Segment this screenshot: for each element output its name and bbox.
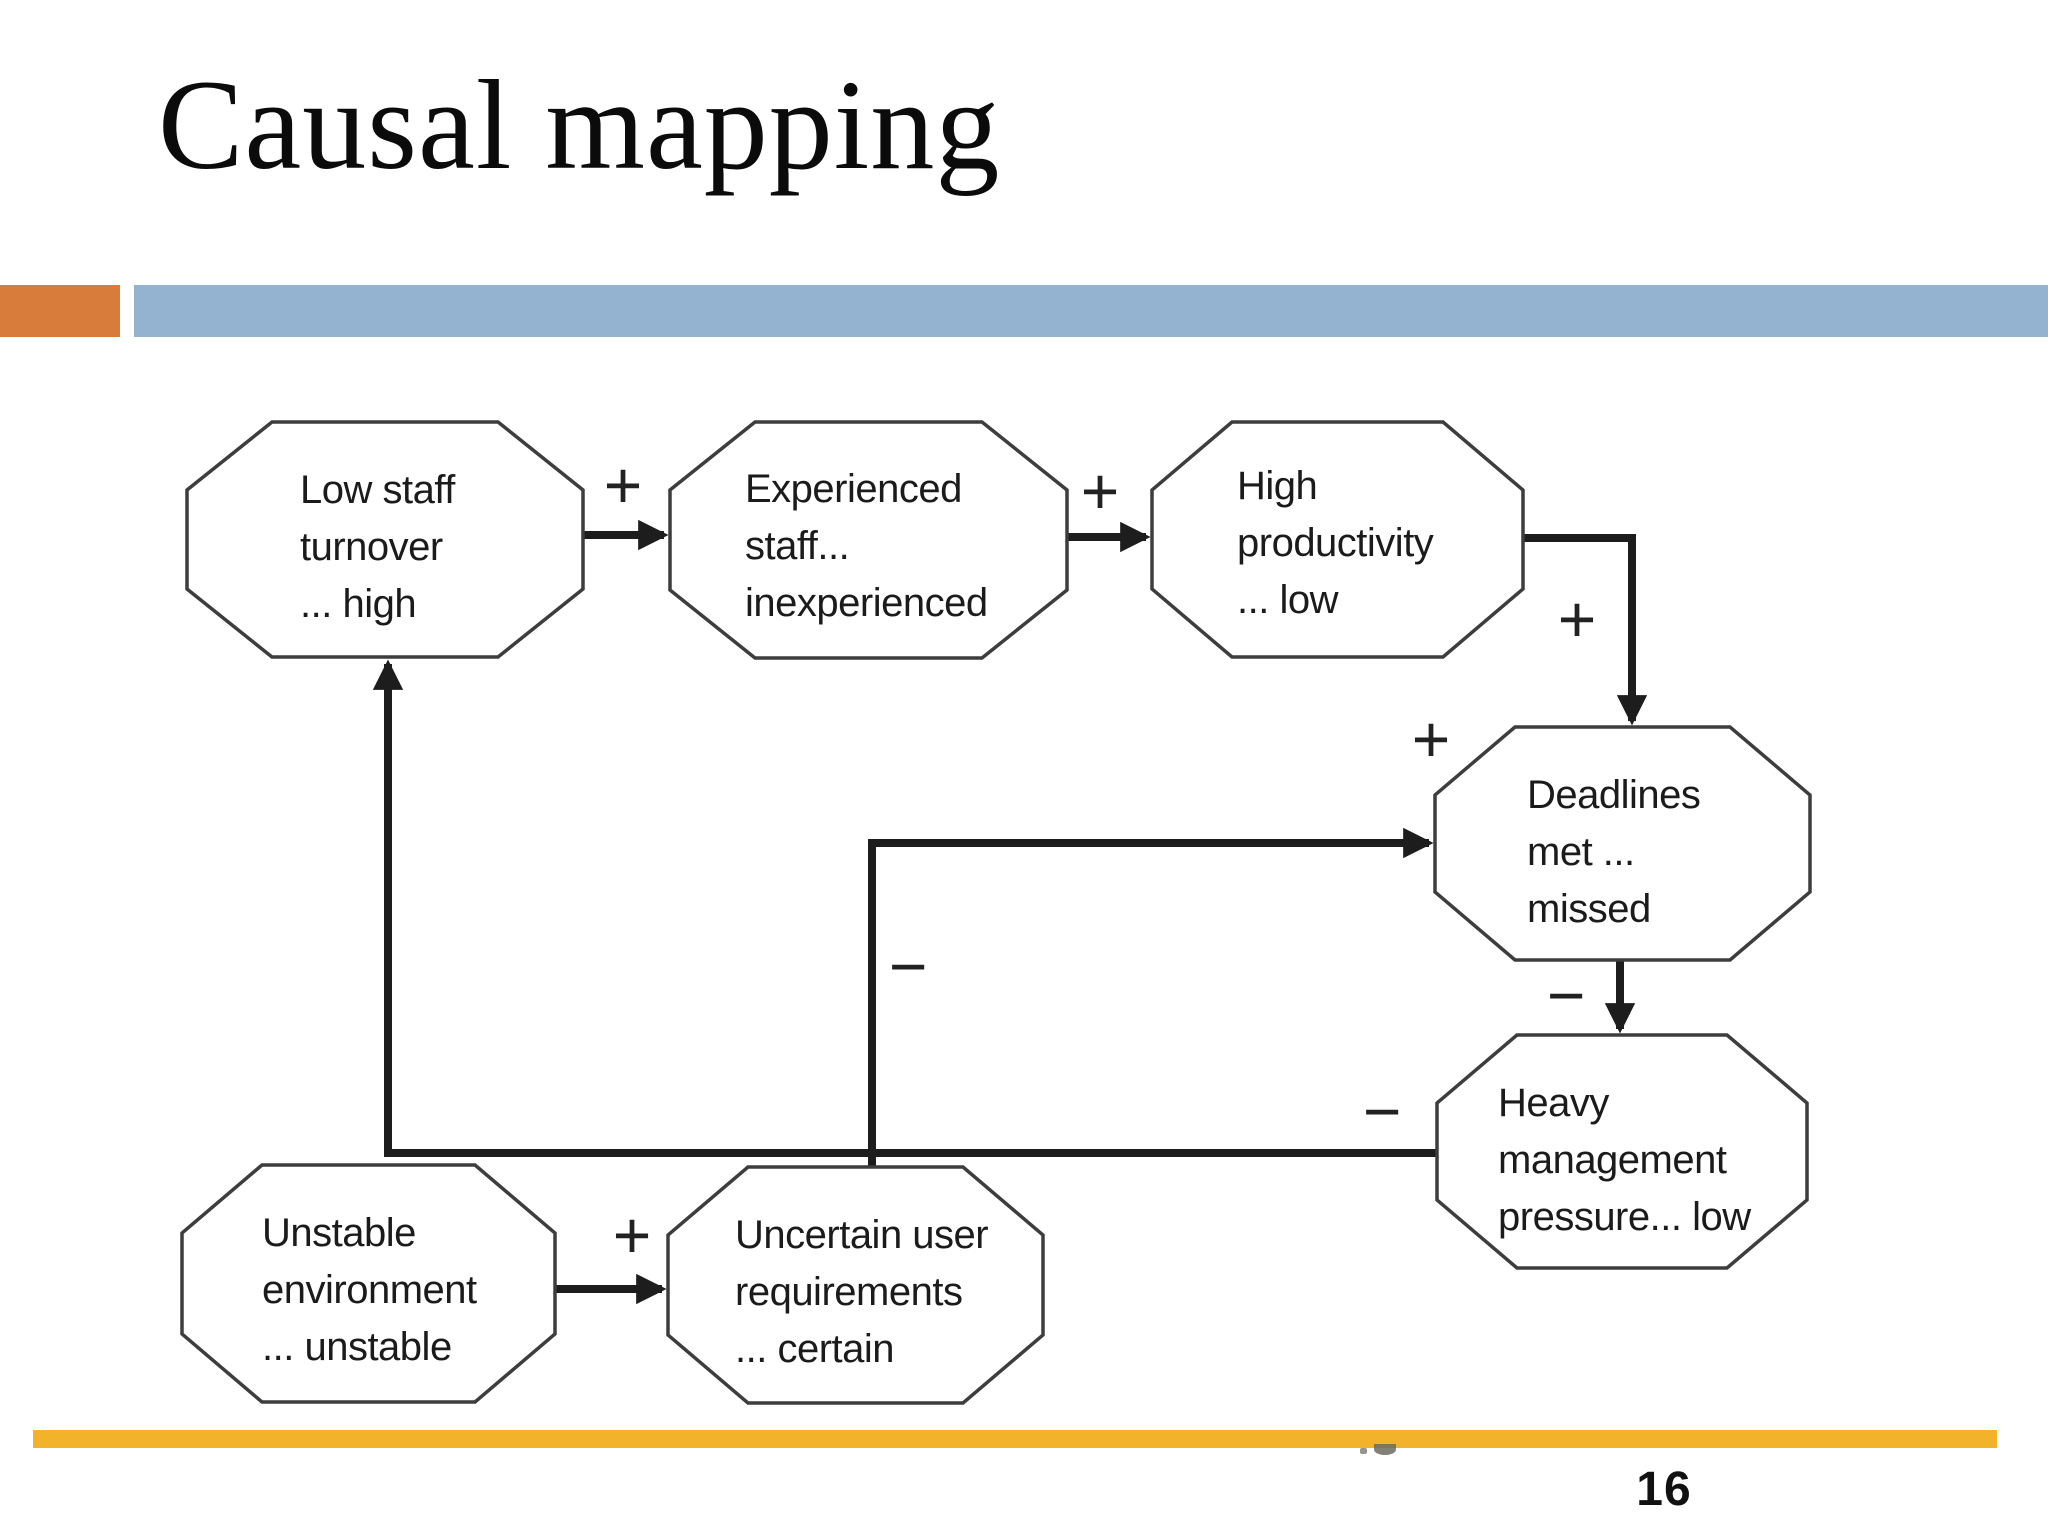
node-uncertain-user-requirements-shape	[666, 1165, 1045, 1405]
edge-productivity-to-deadlines-sign: +	[1558, 582, 1597, 656]
edge-uncertain-to-deadlines: − +	[868, 702, 1451, 1167]
node-deadlines-met-line1: Deadlines	[1527, 773, 1700, 817]
edge-deadlines-to-pressure-sign: −	[1547, 958, 1586, 1032]
edge-deadlines-to-pressure: −	[1547, 958, 1636, 1034]
node-experienced-staff-line3: inexperienced	[745, 581, 988, 625]
node-experienced-staff-line2: staff...	[745, 524, 849, 568]
node-unstable-environment: Unstable environment ... unstable	[180, 1163, 557, 1404]
edge-productivity-to-deadlines: +	[1523, 534, 1648, 726]
node-experienced-staff: Experienced staff... inexperienced	[668, 420, 1069, 660]
slide-title: Causal mapping	[158, 54, 1001, 196]
node-experienced-staff-line1: Experienced	[745, 467, 962, 511]
footer-accent-yellow-line	[33, 1430, 1997, 1448]
header-accent-orange-bar	[0, 285, 120, 337]
node-high-productivity-shape	[1150, 420, 1525, 659]
node-uncertain-user-requirements-line2: requirements	[735, 1270, 962, 1314]
node-uncertain-user-requirements-line1: Uncertain user	[735, 1213, 988, 1257]
node-heavy-management-pressure-shape	[1435, 1033, 1809, 1270]
node-high-productivity-line1: High	[1237, 464, 1317, 508]
node-unstable-environment-shape	[180, 1163, 557, 1404]
node-deadlines-met-line3: missed	[1527, 887, 1651, 931]
edge-uncertain-to-deadlines-line	[868, 827, 1434, 1167]
node-high-productivity-line3: ... low	[1237, 578, 1339, 622]
node-low-staff-turnover-shape	[185, 420, 585, 659]
node-low-staff-turnover-line1: Low staff	[300, 468, 456, 512]
node-low-staff-turnover-line3: ... high	[300, 582, 416, 626]
edge-uncertain-to-deadlines-sign-plus: +	[1412, 702, 1451, 776]
edge-unstable-to-uncertain-sign: +	[613, 1198, 652, 1272]
node-deadlines-met-shape	[1433, 725, 1812, 962]
node-uncertain-user-requirements-line3: ... certain	[735, 1327, 894, 1371]
edge-pressure-to-turnover-sign: −	[1363, 1074, 1402, 1148]
edge-pressure-to-turnover-line	[372, 659, 1437, 1157]
node-high-productivity-line2: productivity	[1237, 521, 1434, 565]
node-deadlines-met-line2: met ...	[1527, 830, 1635, 874]
edge-turnover-to-staff: +	[583, 448, 669, 551]
cropped-text-artifact-dot	[1360, 1448, 1367, 1454]
node-uncertain-user-requirements: Uncertain user requirements ... certain	[666, 1165, 1045, 1405]
node-unstable-environment-line2: environment	[262, 1268, 477, 1312]
node-heavy-management-pressure-line2: management	[1498, 1138, 1727, 1182]
node-low-staff-turnover: Low staff turnover ... high	[185, 420, 585, 659]
edge-uncertain-to-deadlines-sign-minus: −	[889, 929, 928, 1003]
edge-staff-to-productivity: +	[1067, 454, 1151, 553]
node-deadlines-met: Deadlines met ... missed	[1433, 725, 1812, 962]
node-unstable-environment-line1: Unstable	[262, 1211, 416, 1255]
edge-unstable-to-uncertain: +	[555, 1198, 667, 1305]
node-heavy-management-pressure-line1: Heavy	[1498, 1081, 1609, 1125]
node-experienced-staff-shape	[668, 420, 1069, 660]
edge-turnover-to-staff-sign: +	[604, 448, 643, 522]
header-accent-blue-bar	[134, 285, 2048, 337]
edge-pressure-to-turnover: −	[372, 659, 1437, 1157]
page-number: 16	[1636, 1463, 1692, 1516]
node-heavy-management-pressure: Heavy management pressure... low	[1435, 1033, 1809, 1270]
edge-staff-to-productivity-sign: +	[1081, 454, 1120, 528]
edge-productivity-to-deadlines-line	[1523, 534, 1648, 726]
node-low-staff-turnover-line2: turnover	[300, 525, 443, 569]
node-unstable-environment-line3: ... unstable	[262, 1325, 452, 1369]
cropped-text-artifact-glyph	[1374, 1444, 1396, 1455]
node-high-productivity: High productivity ... low	[1150, 420, 1525, 659]
node-heavy-management-pressure-line3: pressure... low	[1498, 1195, 1751, 1239]
